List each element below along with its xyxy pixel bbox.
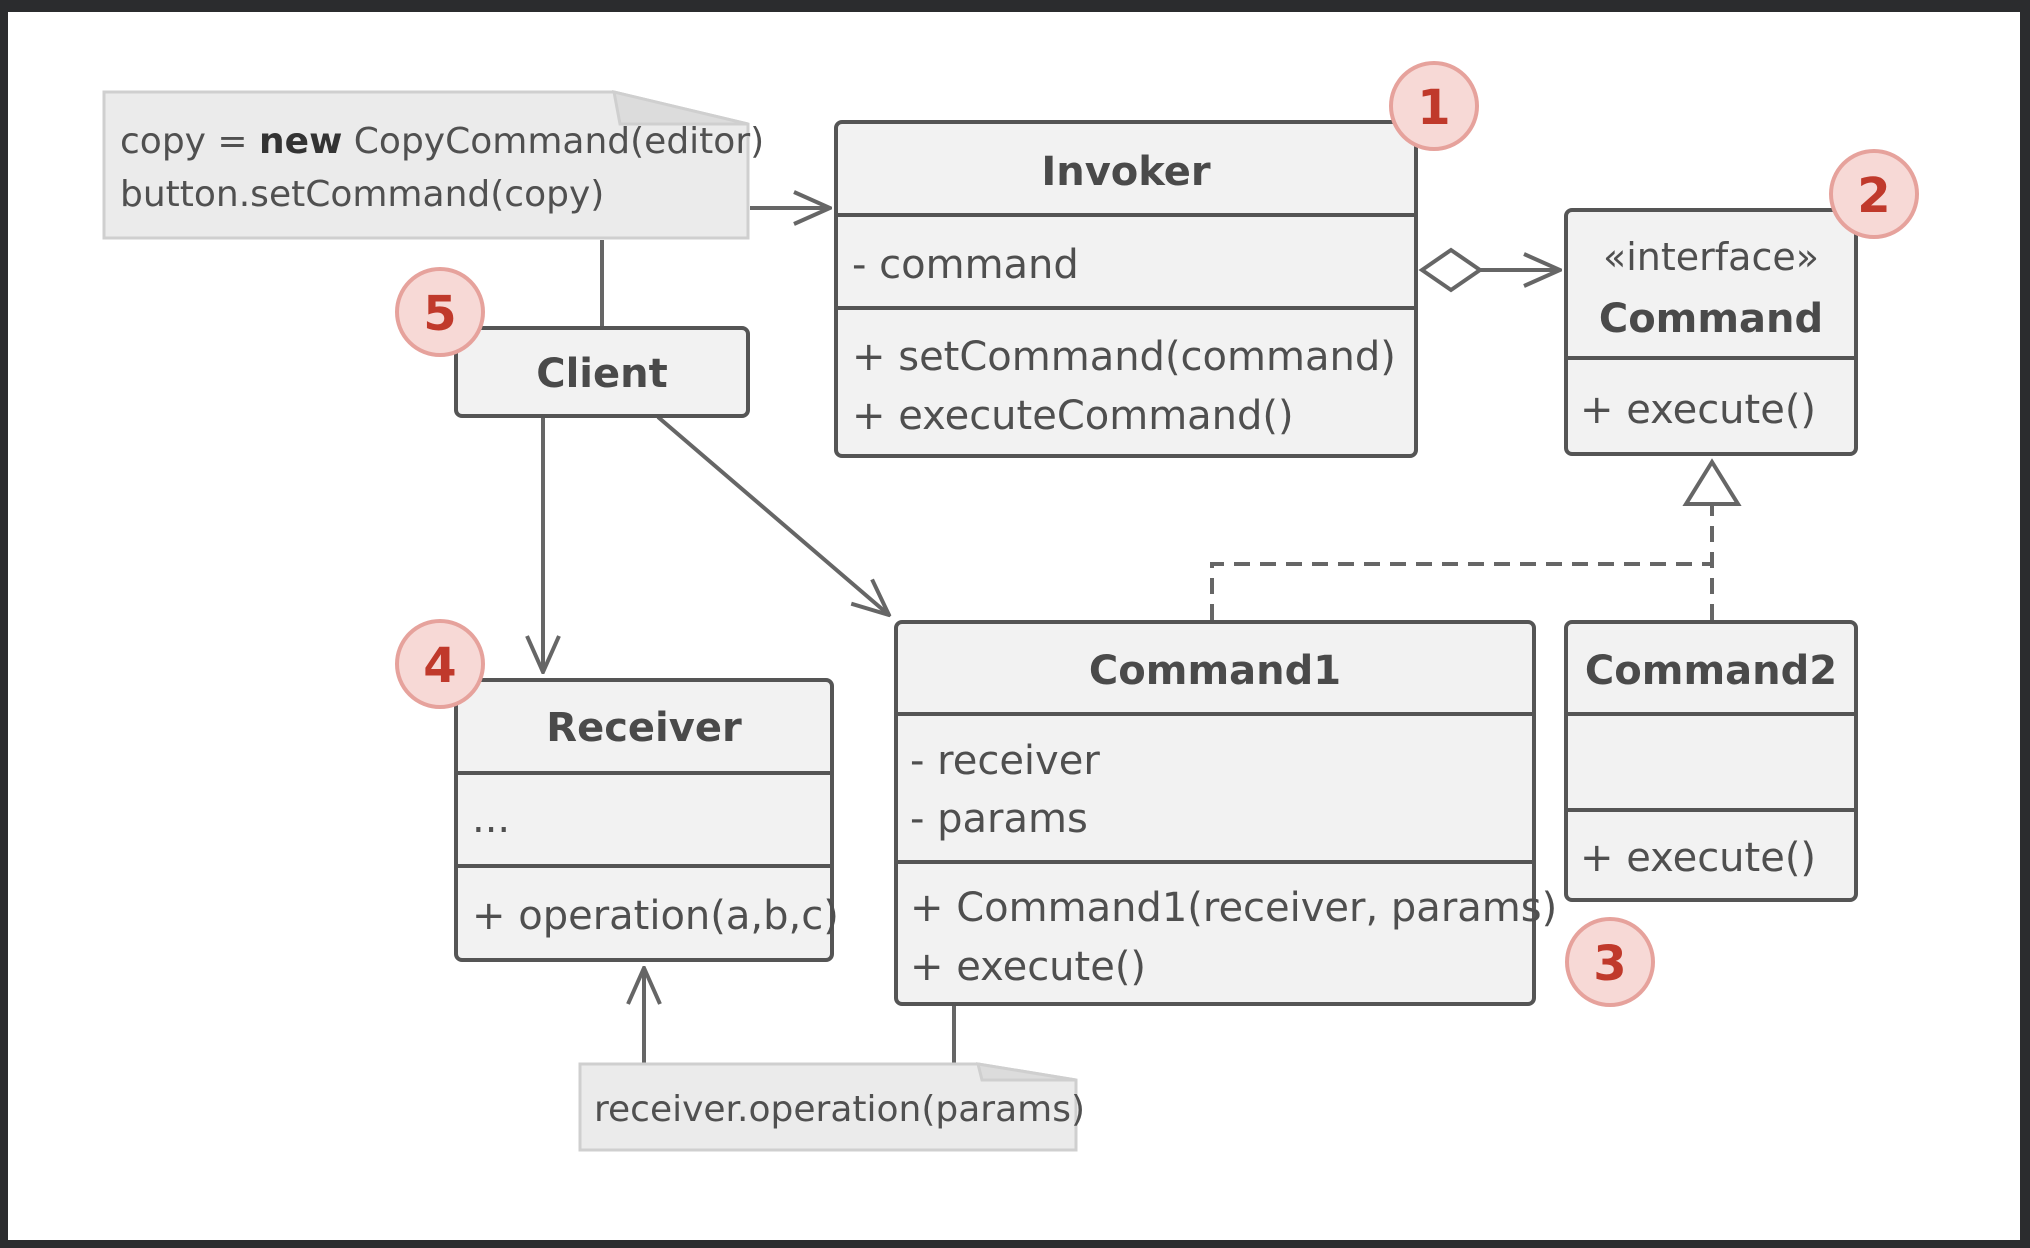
command2-class: Command2 + execute(): [1564, 620, 1858, 902]
badge-3: 3: [1565, 917, 1655, 1007]
invoker-method: + executeCommand(): [852, 393, 1294, 439]
command1-note-text: receiver.operation(params): [594, 1089, 1085, 1130]
command1-field: - receiver: [910, 738, 1100, 784]
receiver-method: + operation(a,b,c): [472, 893, 839, 939]
badge-2: 2: [1829, 149, 1919, 239]
svg-text:5: 5: [423, 286, 456, 342]
client-class: Client: [454, 326, 750, 418]
invoker-title: Invoker: [1041, 149, 1211, 195]
command-title: Command: [1599, 296, 1823, 342]
client-to-command1-arrow: [656, 415, 889, 615]
command-stereotype: «interface»: [1603, 235, 1819, 279]
command1-class: Command1 - receiver - params + Command1(…: [894, 620, 1557, 1006]
client-note-line1: copy = new CopyCommand(editor): [120, 121, 764, 162]
command1-field: - params: [910, 796, 1088, 842]
invoker-field: - command: [852, 242, 1079, 288]
command1-method: + Command1(receiver, params): [910, 885, 1557, 931]
invoker-method: + setCommand(command): [852, 334, 1396, 380]
realization-connector: [1210, 458, 1742, 620]
receiver-field: ...: [472, 796, 510, 842]
command1-method: + execute(): [910, 944, 1146, 990]
command2-method: + execute(): [1580, 835, 1816, 881]
badge-5: 5: [395, 267, 485, 357]
command-method: + execute(): [1580, 387, 1816, 433]
client-code-note: copy = new CopyCommand(editor) button.se…: [102, 90, 764, 240]
badge-4: 4: [395, 619, 485, 709]
svg-text:3: 3: [1593, 936, 1626, 992]
receiver-title: Receiver: [546, 705, 742, 751]
realization-triangle: [1682, 458, 1742, 506]
command-interface: «interface» Command + execute(): [1564, 208, 1858, 456]
svg-text:1: 1: [1417, 80, 1450, 136]
command1-title: Command1: [1089, 648, 1341, 694]
badge-1: 1: [1389, 61, 1479, 151]
command1-execute-note: receiver.operation(params): [578, 1062, 1085, 1152]
client-title: Client: [536, 351, 668, 397]
receiver-class: Receiver ... + operation(a,b,c): [454, 678, 839, 962]
aggregation-connector: [1418, 247, 1560, 293]
invoker-class: Invoker - command + setCommand(command) …: [834, 120, 1418, 458]
client-note-line2: button.setCommand(copy): [120, 174, 604, 215]
svg-text:2: 2: [1857, 168, 1890, 224]
command2-title: Command2: [1585, 648, 1837, 694]
svg-text:4: 4: [423, 638, 456, 694]
